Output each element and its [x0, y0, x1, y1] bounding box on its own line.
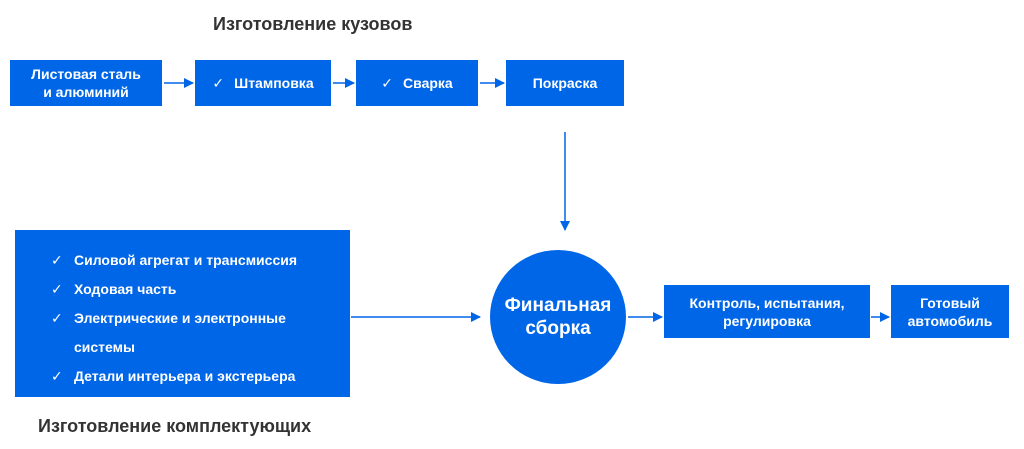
component-item: ✓ Детали интерьера и экстерьера: [51, 362, 350, 391]
check-icon: ✓: [51, 281, 63, 297]
step-welding: ✓ Сварка: [356, 60, 478, 106]
ready-car-label: Готовый автомобиль: [907, 294, 993, 329]
component-item-continued: системы: [51, 333, 350, 362]
check-icon: ✓: [51, 310, 63, 326]
body-manufacturing-title: Изготовление кузовов: [213, 14, 413, 34]
components-manufacturing-title: Изготовление комплектующих: [38, 416, 312, 436]
components-box: ✓ Силовой агрегат и трансмиссия ✓ Ходова…: [15, 230, 350, 397]
component-label: Ходовая часть: [74, 281, 177, 297]
step-stamping-label: Штамповка: [234, 75, 314, 91]
step-painting-label: Покраска: [532, 75, 598, 91]
component-label: Силовой агрегат и трансмиссия: [74, 252, 298, 268]
component-item: ✓ Силовой агрегат и трансмиссия: [51, 246, 350, 275]
control-testing-box: Контроль, испытания, регулировка: [664, 285, 870, 338]
component-item: ✓ Ходовая часть: [51, 275, 350, 304]
step-welding-label: Сварка: [403, 75, 453, 91]
check-icon: ✓: [381, 75, 394, 91]
check-icon: ✓: [212, 75, 225, 91]
ready-car-box: Готовый автомобиль: [891, 285, 1009, 338]
control-testing-label: Контроль, испытания, регулировка: [689, 294, 845, 329]
step-sheet-metal-label: Листовая сталь и алюминий: [31, 66, 141, 100]
check-icon: ✓: [51, 252, 63, 268]
final-assembly-label: Финальная сборка: [504, 295, 612, 339]
component-label: Детали интерьера и экстерьера: [74, 368, 296, 384]
final-assembly-circle: Финальная сборка: [490, 250, 626, 384]
component-item: ✓ Электрические и электронные: [51, 304, 350, 333]
component-label: Электрические и электронные: [74, 310, 286, 326]
components-list: ✓ Силовой агрегат и трансмиссия ✓ Ходова…: [15, 230, 350, 391]
step-stamping: ✓ Штамповка: [195, 60, 331, 106]
component-label: системы: [74, 339, 135, 355]
check-icon: ✓: [51, 368, 63, 384]
step-painting: Покраска: [506, 60, 624, 106]
step-sheet-metal: Листовая сталь и алюминий: [10, 60, 162, 106]
